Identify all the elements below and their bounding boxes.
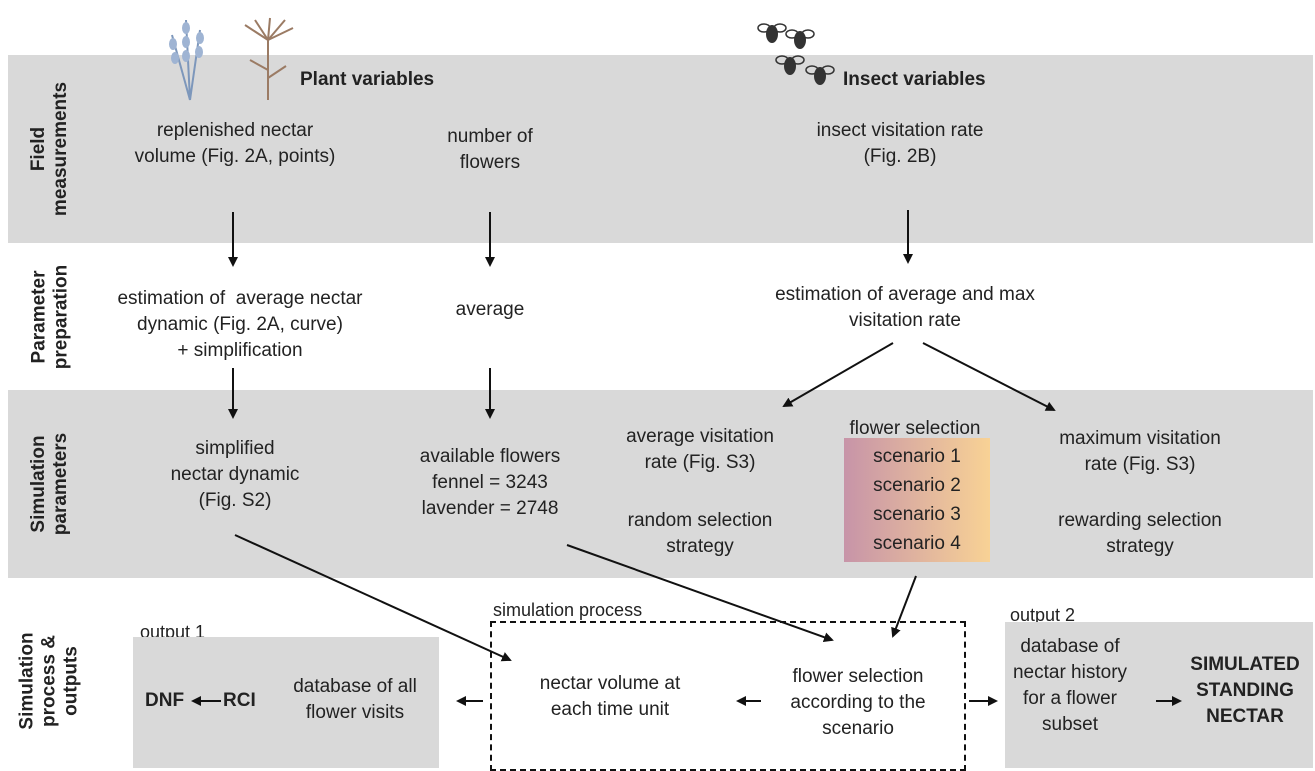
database-visits-text: database of all flower visits (293, 676, 417, 723)
flower-selection-title: flower selection (849, 418, 981, 439)
dnf-text: DNF (145, 690, 185, 711)
simulation-process-label-text: simulation process (493, 600, 643, 620)
number-of-flowers-text: number of flowers (447, 126, 533, 173)
random-strategy-text: random selection strategy (627, 510, 773, 557)
scenario-2: scenario 2 (873, 475, 961, 496)
scenario-4: scenario 4 (873, 533, 961, 554)
nectar-volume-text: nectar volume at each time unit (539, 673, 681, 720)
insect-variables-header: Insect variables (843, 69, 986, 90)
standing-nectar-text: SIMULATED STANDING NECTAR (1190, 654, 1300, 727)
rewarding-strategy-text: rewarding selection strategy (1058, 510, 1222, 557)
simulation-parameters-label: Simulation parameters (28, 432, 72, 536)
field-band (8, 55, 1313, 243)
available-flowers-text: available flowers fennel = 3243 lavender… (419, 446, 561, 519)
scenario-3: scenario 3 (873, 504, 961, 525)
nectar-estimation-text: estimation of average nectar dynamic (Fi… (117, 288, 363, 361)
rci-text: RCI (223, 690, 256, 711)
maximum-visitation-text: maximum visitation rate (Fig. S3) (1059, 428, 1221, 475)
visitation-estimation-text: estimation of average and max visitation… (775, 284, 1035, 331)
average-text: average (455, 299, 525, 320)
scenario-1: scenario 1 (873, 446, 961, 467)
output-2-label: output 2 (1010, 605, 1076, 625)
field-measurements-label: Field measurements (28, 81, 71, 217)
database-history-text: database of nectar history for a flower … (1012, 636, 1128, 735)
replenished-nectar-text: replenished nectar volume (Fig. 2A, poin… (134, 120, 336, 167)
insect-visitation-text: insect visitation rate (Fig. 2B) (816, 120, 984, 167)
simplified-nectar-text: simplified nectar dynamic (Fig. S2) (170, 438, 300, 511)
simulation-process-label: Simulation process & outputs (17, 631, 82, 730)
average-visitation-text: average visitation rate (Fig. S3) (626, 426, 774, 473)
flower-selection-process-text: flower selection according to the scenar… (790, 666, 926, 739)
plant-variables-header: Plant variables (300, 69, 435, 90)
output-2-box (1005, 622, 1313, 768)
scenario-box (844, 438, 990, 562)
